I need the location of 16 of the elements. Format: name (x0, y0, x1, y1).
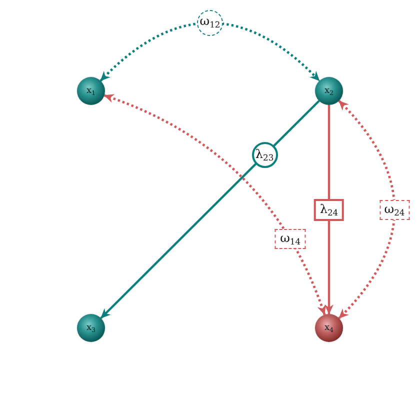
edge-label: λ$_{24}$ (314, 198, 344, 220)
edge-label: ω$_{14}$ (275, 229, 306, 250)
sphere-node (77, 77, 105, 105)
node-label: x$_{3}$ (86, 324, 96, 332)
dotted-arrow (338, 100, 396, 320)
sphere-node (315, 314, 343, 342)
edge-label: λ$_{23}$ (252, 142, 278, 168)
dotted-arrow (100, 22, 320, 82)
arrow (324, 105, 334, 314)
node-label: x$_{1}$ (86, 86, 96, 96)
edge-label: ω$_{12}$ (197, 10, 223, 36)
node-label: x$_{2}$ (324, 86, 334, 96)
edge-label: ω$_{24}$ (379, 200, 410, 220)
sphere-node (315, 77, 343, 105)
node-label: x$_{4}$ (324, 324, 334, 332)
sphere-node (77, 314, 105, 342)
